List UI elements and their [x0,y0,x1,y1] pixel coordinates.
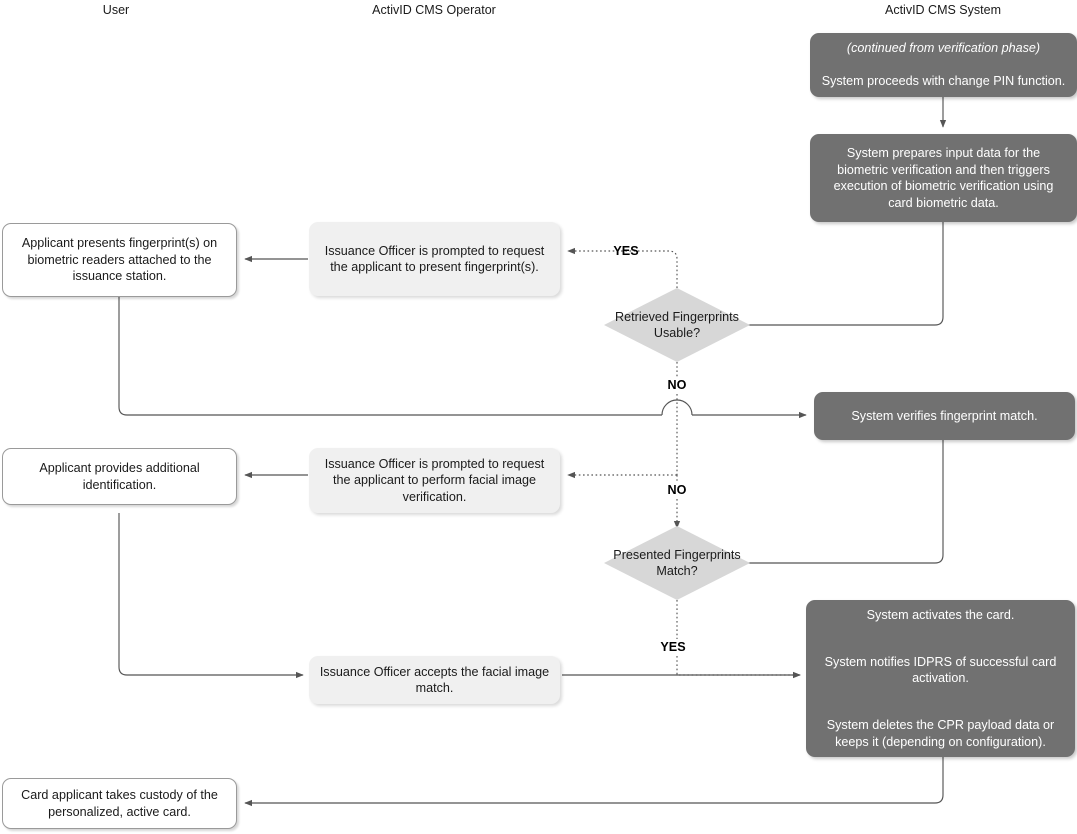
decision-retrieved-fingerprints-usable-label: Retrieved Fingerprints Usable? [615,309,739,341]
edge-n7-n8 [118,513,304,679]
node-accept-facial-image-match[interactable]: Issuance Officer accepts the facial imag… [309,656,560,704]
node-change-pin-text: System proceeds with change PIN function… [821,74,1066,89]
node-applicant-takes-custody[interactable]: Card applicant takes custody of the pers… [2,778,237,829]
edge-label-d2-yes: YES [660,640,686,654]
node-change-pin-note: (continued from verification phase) [846,41,1041,56]
node-activate-card-para-1: System activates the card. [866,607,1015,622]
node-applicant-additional-identification[interactable]: Applicant provides additional identifica… [2,448,237,505]
lane-header-system: ActivID CMS System [885,3,1001,17]
node-activate-card-para-3: System deletes the CPR payload data or k… [826,718,1055,749]
edge-n4-n5 [118,297,806,415]
decision-presented-fingerprints-match[interactable]: Presented Fingerprints Match? [604,526,750,600]
node-prompt-facial-image-verification[interactable]: Issuance Officer is prompted to request … [309,448,560,513]
node-activate-card[interactable]: System activates the card. System notifi… [806,600,1075,757]
edge-d2-yes-n9 [676,656,801,679]
edge-n5-d2 [733,440,944,567]
lane-header-operator: ActivID CMS Operator [372,3,496,17]
edge-label-d1-no: NO [667,378,687,392]
decision-retrieved-fingerprints-usable[interactable]: Retrieved Fingerprints Usable? [604,288,750,362]
node-verify-fingerprint-match[interactable]: System verifies fingerprint match. [814,392,1075,440]
lane-header-user: User [102,3,130,17]
edge-label-d1-yes: YES [613,244,639,258]
node-activate-card-para-2: System notifies IDPRS of successful card… [824,654,1057,686]
node-prompt-present-fingerprints[interactable]: Issuance Officer is prompted to request … [309,222,560,296]
edge-n9-n10 [244,757,944,807]
node-change-pin[interactable]: (continued from verification phase) Syst… [810,33,1077,97]
node-applicant-presents-fingerprints[interactable]: Applicant presents fingerprint(s) on bio… [2,223,237,297]
edge-jump-n4n5 [661,399,693,416]
edge-n2-d1 [733,222,944,329]
edge-label-d2-no: NO [667,483,687,497]
node-prepare-biometric-verification[interactable]: System prepares input data for the biome… [810,134,1077,222]
decision-presented-fingerprints-match-label: Presented Fingerprints Match? [613,547,741,579]
